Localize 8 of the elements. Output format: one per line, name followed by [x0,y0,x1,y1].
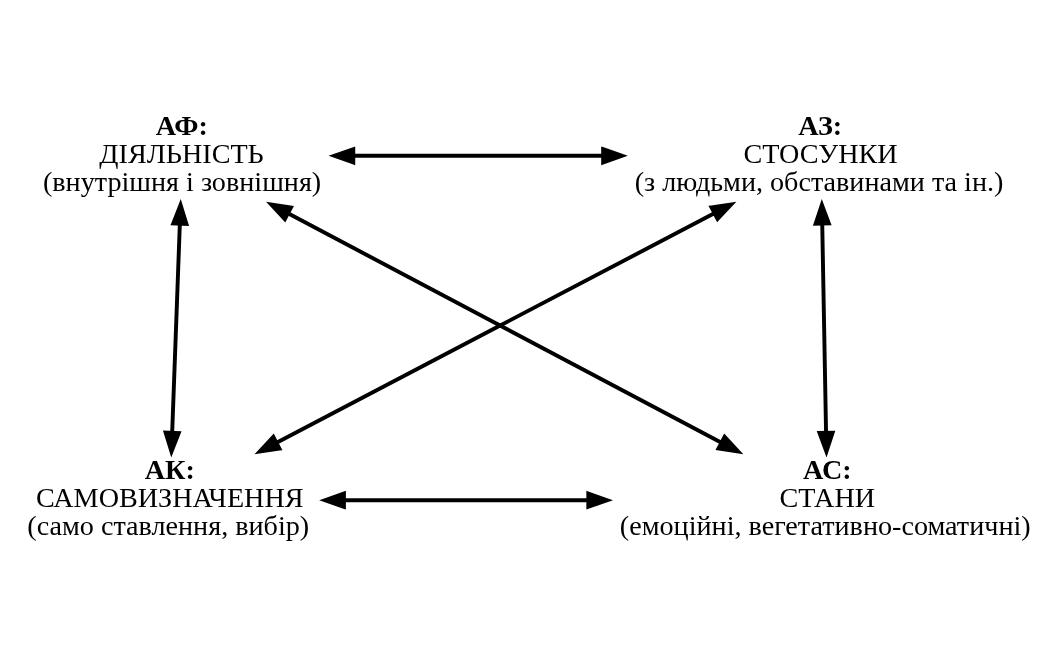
arrow [812,198,836,457]
node-text: АЗ: СТОСУНКИ (з людьми, обставинами та ін.) [634,109,1004,197]
node-text: АС: СТАНИ (емоційні, вегетативно-соматичні) [619,453,1031,541]
node-text: АФ: ДІЯЛЬНІСТЬ (внутрішня і зовнішня) [42,109,322,197]
node-text: АК: САМОВИЗНАЧЕННЯ (само ставлення, вибір) [27,453,310,541]
arrow [319,490,613,510]
arrow [328,145,628,165]
arrow [162,198,190,458]
